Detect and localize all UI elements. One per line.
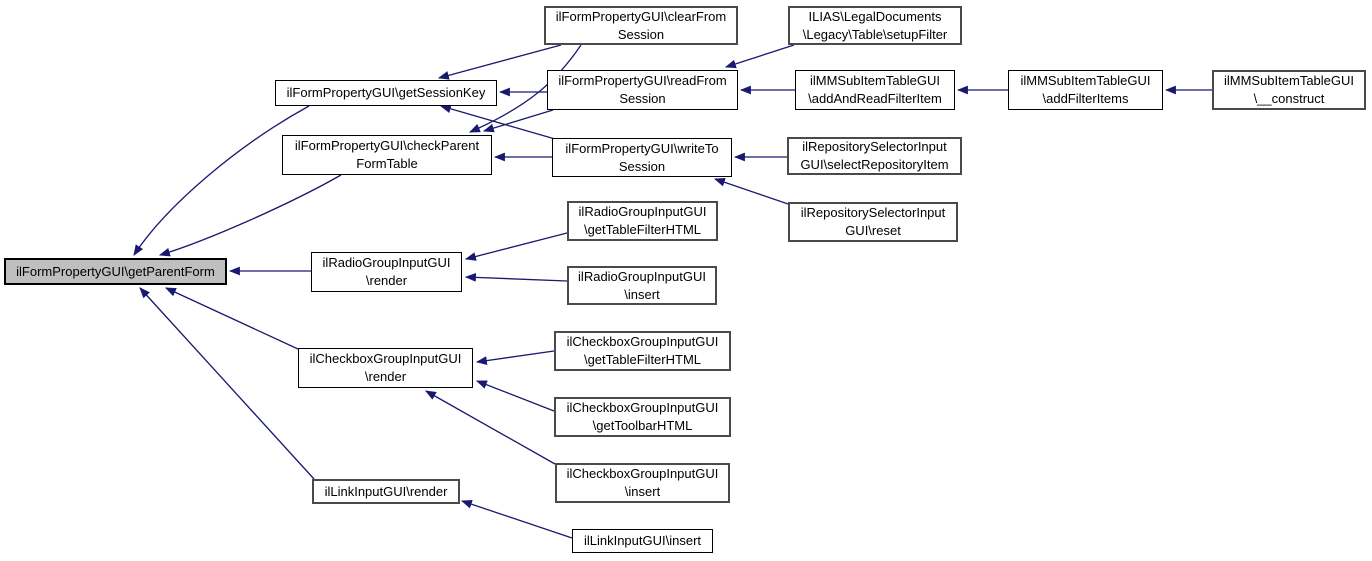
node-radioRender-label: ilRadioGroupInputGUI \render — [322, 255, 451, 288]
node-checkboxRender-label: ilCheckboxGroupInputGUI \render — [309, 351, 462, 384]
node-checkParentFormTable[interactable]: ilFormPropertyGUI\checkParent FormTable — [282, 135, 492, 175]
node-linkRender-label: ilLinkInputGUI\render — [324, 483, 448, 499]
node-construct[interactable]: ilMMSubItemTableGUI \__construct — [1212, 70, 1366, 110]
node-checkParentFormTable-label: ilFormPropertyGUI\checkParent FormTable — [294, 138, 480, 171]
node-radioInsert[interactable]: ilRadioGroupInputGUI \insert — [567, 266, 717, 305]
node-checkboxInsert[interactable]: ilCheckboxGroupInputGUI \insert — [555, 463, 730, 503]
node-addAndReadFilterItem[interactable]: ilMMSubItemTableGUI \addAndReadFilterIte… — [795, 70, 955, 110]
node-radioGetTableFilterHTML-label: ilRadioGroupInputGUI \getTableFilterHTML — [578, 204, 707, 237]
node-construct-label: ilMMSubItemTableGUI \__construct — [1223, 73, 1355, 106]
edge-radioGetTableFilterHTML--radioRender — [464, 232, 568, 261]
edge-checkParentFormTable--getParentForm — [158, 174, 342, 257]
node-readFromSession[interactable]: ilFormPropertyGUI\readFrom Session — [547, 70, 738, 110]
edge-reset--writeToSession — [713, 178, 792, 206]
node-addAndReadFilterItem-label: ilMMSubItemTableGUI \addAndReadFilterIte… — [808, 73, 942, 106]
node-addFilterItems[interactable]: ilMMSubItemTableGUI \addFilterItems — [1008, 70, 1163, 110]
node-radioRender[interactable]: ilRadioGroupInputGUI \render — [311, 252, 462, 292]
node-readFromSession-label: ilFormPropertyGUI\readFrom Session — [558, 73, 727, 106]
edge-writeToSession--getSessionKey — [439, 104, 556, 140]
edge-readFromSession--checkParentFormTable — [482, 109, 554, 133]
edge-setupFilter--readFromSession — [724, 44, 795, 69]
node-getParentForm: ilFormPropertyGUI\getParentForm — [4, 258, 227, 285]
node-checkboxGetTableFilterHTML[interactable]: ilCheckboxGroupInputGUI \getTableFilterH… — [554, 331, 731, 371]
edge-getSessionKey--getParentForm — [133, 105, 310, 256]
node-selectRepositoryItem[interactable]: ilRepositorySelectorInput GUI\selectRepo… — [787, 137, 962, 175]
edge-checkboxInsert--checkboxRender — [425, 390, 556, 465]
node-reset-label: ilRepositorySelectorInput GUI\reset — [800, 205, 946, 238]
edge-linkRender--getParentForm — [139, 287, 315, 480]
edge-checkboxGetToolbarHTML--checkboxRender — [475, 380, 555, 412]
node-checkboxInsert-label: ilCheckboxGroupInputGUI \insert — [566, 466, 719, 499]
node-setupFilter-label: ILIAS\LegalDocuments \Legacy\Table\setup… — [802, 8, 948, 42]
edge-clearFromSession--checkParentFormTable — [468, 44, 582, 133]
node-setupFilter[interactable]: ILIAS\LegalDocuments \Legacy\Table\setup… — [788, 6, 962, 45]
edge-checkboxRender--getParentForm — [165, 287, 299, 350]
node-writeToSession[interactable]: ilFormPropertyGUI\writeTo Session — [552, 138, 732, 177]
node-radioGetTableFilterHTML[interactable]: ilRadioGroupInputGUI \getTableFilterHTML — [567, 201, 718, 241]
edge-linkInsert--linkRender — [460, 499, 573, 539]
node-clearFromSession[interactable]: ilFormPropertyGUI\clearFrom Session — [544, 6, 738, 45]
node-radioInsert-label: ilRadioGroupInputGUI \insert — [578, 268, 706, 302]
edge-radioInsert--radioRender — [464, 272, 568, 282]
edge-clearFromSession--getSessionKey — [437, 44, 562, 80]
node-addFilterItems-label: ilMMSubItemTableGUI \addFilterItems — [1020, 73, 1151, 106]
node-getSessionKey[interactable]: ilFormPropertyGUI\getSessionKey — [275, 80, 497, 106]
node-reset[interactable]: ilRepositorySelectorInput GUI\reset — [788, 202, 958, 242]
node-checkboxGetTableFilterHTML-label: ilCheckboxGroupInputGUI \getTableFilterH… — [566, 334, 719, 367]
node-checkboxGetToolbarHTML-label: ilCheckboxGroupInputGUI \getToolbarHTML — [566, 400, 719, 433]
edge-checkboxGetTableFilterHTML--checkboxRender — [475, 350, 555, 365]
node-linkInsert-label: ilLinkInputGUI\insert — [583, 533, 702, 548]
node-checkboxRender[interactable]: ilCheckboxGroupInputGUI \render — [298, 348, 473, 388]
node-clearFromSession-label: ilFormPropertyGUI\clearFrom Session — [555, 8, 727, 42]
node-getParentForm-label: ilFormPropertyGUI\getParentForm — [16, 263, 215, 279]
node-writeToSession-label: ilFormPropertyGUI\writeTo Session — [565, 140, 719, 174]
node-linkInsert[interactable]: ilLinkInputGUI\insert — [572, 529, 713, 553]
node-selectRepositoryItem-label: ilRepositorySelectorInput GUI\selectRepo… — [800, 139, 949, 172]
node-linkRender[interactable]: ilLinkInputGUI\render — [312, 479, 460, 504]
node-getSessionKey-label: ilFormPropertyGUI\getSessionKey — [286, 85, 486, 100]
node-checkboxGetToolbarHTML[interactable]: ilCheckboxGroupInputGUI \getToolbarHTML — [554, 397, 731, 437]
